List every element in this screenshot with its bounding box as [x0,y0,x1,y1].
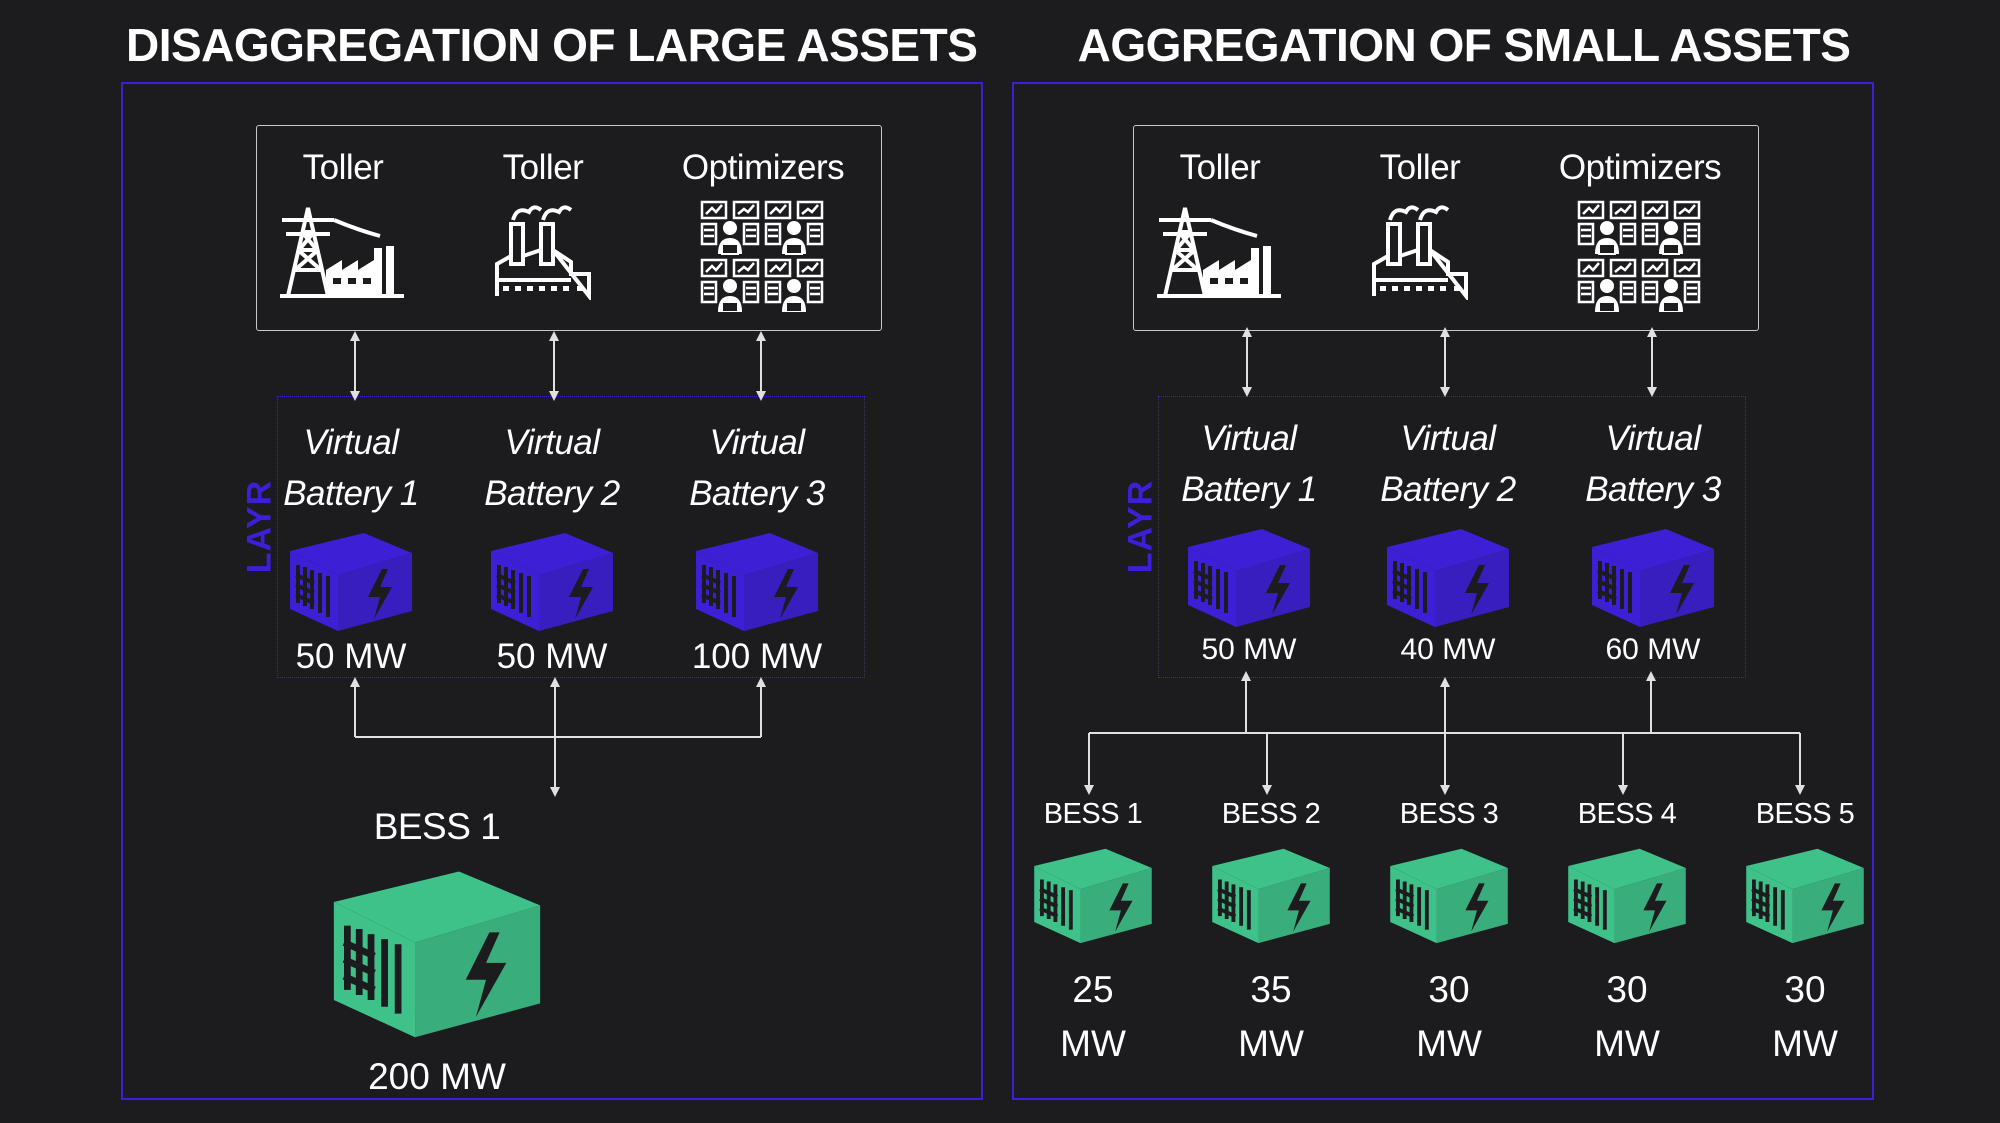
layr-virtual-battery-box: LAYR Virtual Battery 1 50 MW Virtual Bat… [1122,396,1746,678]
vb-line1: Virtual [709,423,805,462]
bess-capacity-unit: MW [1594,1023,1660,1064]
entity-label: Toller [1179,148,1261,187]
virtual-battery: Virtual Battery 3 100 MW [667,417,847,677]
entity-label: Toller [502,148,584,187]
virtual-battery: Virtual Battery 1 50 MW [1159,413,1339,667]
virtual-battery: Virtual Battery 3 60 MW [1563,413,1743,667]
bess-capacity-unit: MW [1060,1023,1126,1064]
entity-label: Optimizers [681,148,845,187]
vb-line2: Battery 3 [1585,470,1721,509]
optimizers-entity: Optimizers [663,148,863,312]
left-panel: Toller Toller Optimizers LAYR Virtual [121,82,983,1100]
toller-entity: Toller [243,148,443,300]
vb-capacity: 40 MW [1400,633,1496,666]
vb-line2: Battery 1 [283,474,419,513]
bess-unit: BESS 5 30 MW [1735,798,1875,1071]
vb-capacity: 100 MW [691,637,823,676]
bess-capacity-unit: MW [1238,1023,1304,1064]
toller-entity: Toller [1320,148,1520,300]
right-section-title: AGGREGATION OF SMALL ASSETS [1077,19,1851,71]
entity-label: Toller [1379,148,1461,187]
market-participants-box: Toller Toller Optimizers [1133,125,1759,331]
vb-line1: Virtual [1400,419,1496,458]
vb-line1: Virtual [303,423,399,462]
entity-label: Optimizers [1558,148,1722,187]
bess-capacity-value: 35 [1250,969,1292,1010]
vb-line1: Virtual [1605,419,1701,458]
vb-line2: Battery 3 [689,474,825,513]
vb-line1: Virtual [504,423,600,462]
bess-name: BESS 4 [1577,798,1677,830]
bess-unit: BESS 2 35 MW [1201,798,1341,1071]
vb-capacity: 50 MW [1201,633,1297,666]
virtual-battery: Virtual Battery 1 50 MW [261,417,441,677]
bess-capacity-value: 25 [1072,969,1114,1010]
vb-capacity: 50 MW [295,637,407,676]
virtual-battery: Virtual Battery 2 40 MW [1358,413,1538,667]
virtual-battery: Virtual Battery 2 50 MW [462,417,642,677]
bess-capacity-value: 30 [1428,969,1470,1010]
bess-capacity-value: 30 [1784,969,1826,1010]
bess-capacity: 200 MW [368,1056,506,1097]
vb-line1: Virtual [1201,419,1297,458]
vb-capacity: 60 MW [1605,633,1701,666]
bess-unit: BESS 4 30 MW [1557,798,1697,1071]
bess-capacity-unit: MW [1416,1023,1482,1064]
market-participants-box: Toller Toller Optimizers [256,125,882,331]
vb-line2: Battery 2 [1380,470,1516,509]
bess-name: BESS 1 [373,806,501,847]
bess-unit: BESS 1 25 MW [1023,798,1163,1071]
bess-unit: BESS 1 200 MW [317,806,557,1104]
bess-unit: BESS 3 30 MW [1379,798,1519,1071]
vb-line2: Battery 1 [1181,470,1317,509]
bess-capacity-unit: MW [1772,1023,1838,1064]
toller-entity: Toller [443,148,643,300]
vb-capacity: 50 MW [496,637,608,676]
left-section-title: DISAGGREGATION OF LARGE ASSETS [126,19,978,71]
bess-name: BESS 3 [1399,798,1499,830]
vb-line2: Battery 2 [484,474,620,513]
bess-name: BESS 1 [1043,798,1143,830]
toller-entity: Toller [1120,148,1320,300]
entity-label: Toller [302,148,384,187]
optimizers-entity: Optimizers [1540,148,1740,312]
bess-capacity-value: 30 [1606,969,1648,1010]
layr-virtual-battery-box: LAYR Virtual Battery 1 50 MW Virtual Bat… [241,396,865,678]
right-panel: Toller Toller Optimizers LAYR Virtual [1012,82,1874,1100]
bess-name: BESS 2 [1221,798,1321,830]
bess-name: BESS 5 [1755,798,1855,830]
